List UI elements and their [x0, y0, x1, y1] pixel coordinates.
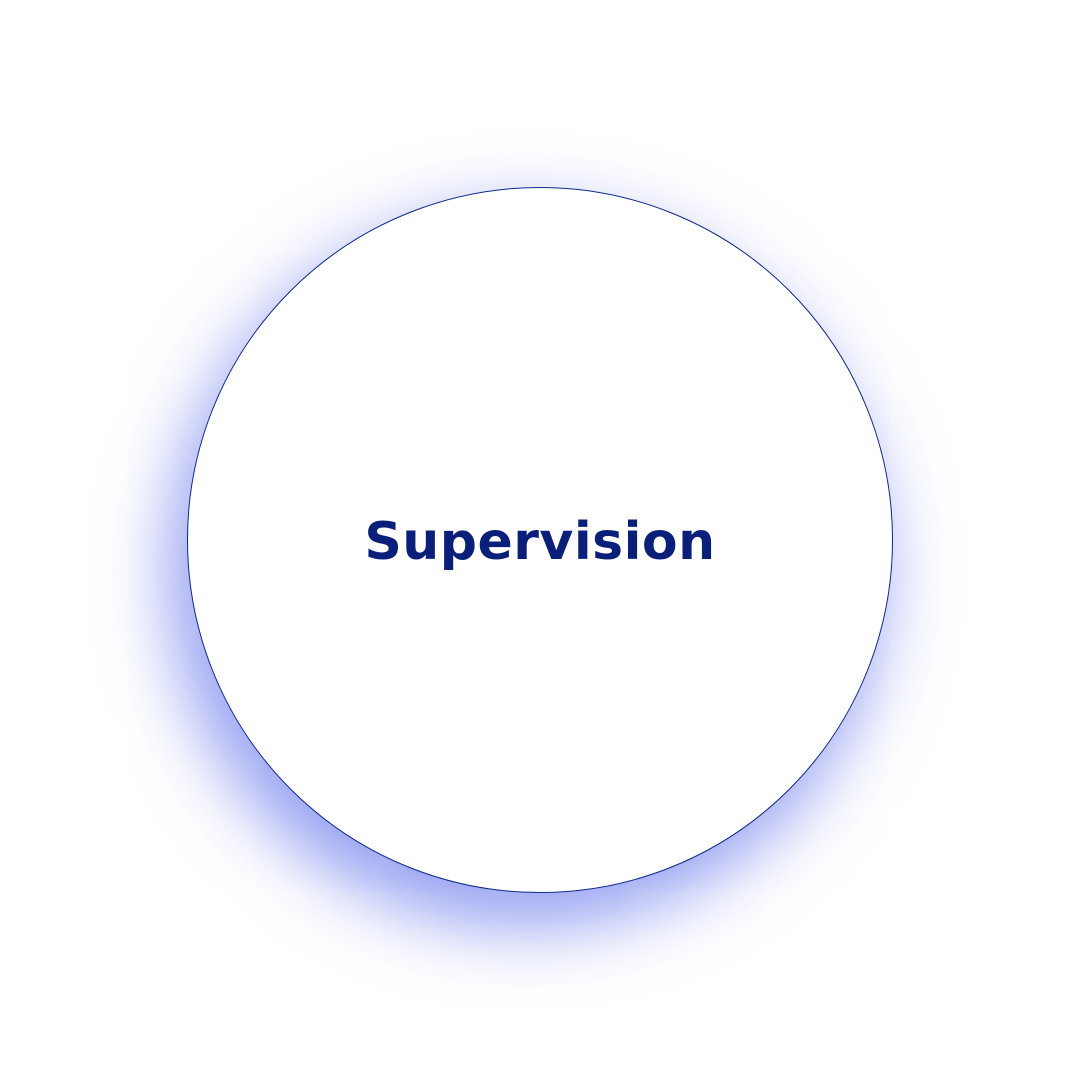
badge-label: Supervision	[364, 512, 716, 572]
circle-badge: Supervision	[187, 187, 893, 893]
